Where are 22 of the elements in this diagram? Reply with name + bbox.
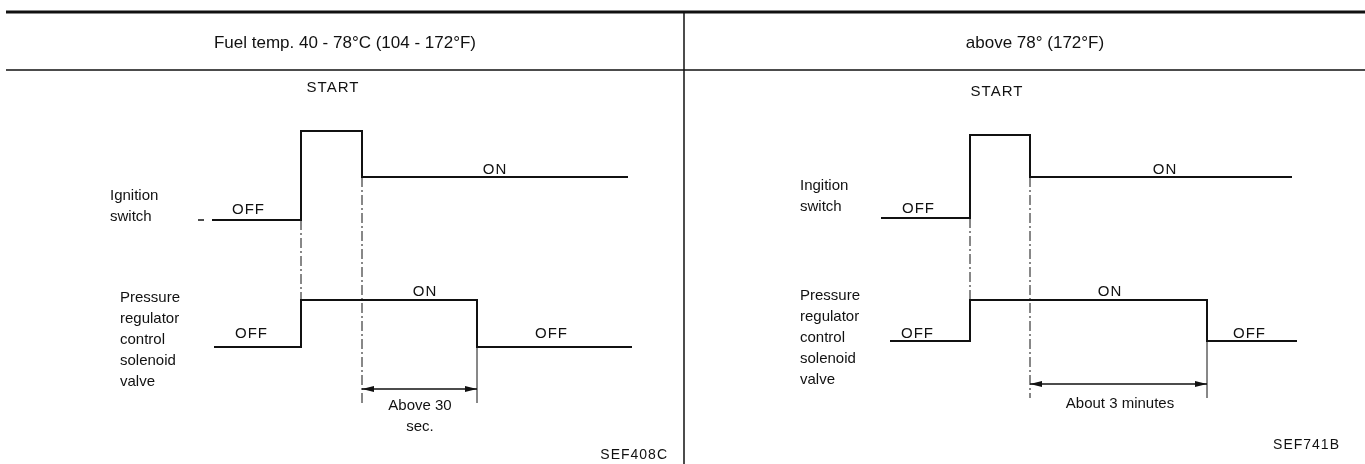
state-label: OFF	[901, 323, 935, 343]
state-label: ON	[1151, 159, 1179, 179]
figure-code: SEF408C	[599, 445, 668, 464]
signal-name: Ignition switch	[110, 185, 160, 226]
state-label: ON	[1096, 281, 1124, 301]
state-label: ON	[481, 159, 509, 179]
signal-name: Pressure regulator control solenoid valve	[800, 285, 862, 389]
state-label: ON	[411, 281, 439, 301]
state-label: OFF	[1233, 323, 1267, 343]
state-label: OFF	[535, 323, 569, 343]
signal-name: Ingition switch	[800, 175, 850, 216]
duration-label: About 3 minutes	[1064, 393, 1176, 413]
state-label: OFF	[232, 199, 266, 219]
state-label: START	[305, 77, 361, 97]
figure-code: SEF741B	[1272, 435, 1340, 454]
column-heading: Fuel temp. 40 - 78°C (104 - 172°F)	[212, 32, 478, 53]
state-label: OFF	[235, 323, 269, 343]
signal-name: Pressure regulator control solenoid valve	[120, 287, 182, 391]
column-heading: above 78° (172°F)	[964, 32, 1106, 53]
duration-label: Above 30 sec.	[387, 395, 453, 436]
state-label: OFF	[902, 198, 936, 218]
state-label: START	[969, 81, 1025, 101]
